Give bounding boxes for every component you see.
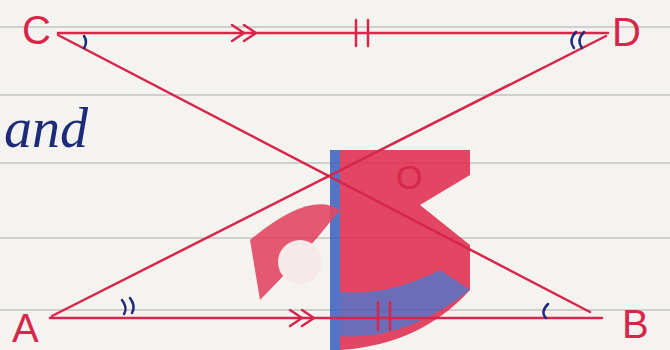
watermark-swoosh: [250, 204, 340, 300]
angle-mark: [543, 304, 548, 318]
figure-lines: [50, 20, 608, 330]
line-ab: [50, 317, 602, 320]
parallel-mark: [232, 25, 256, 41]
line-da: [52, 36, 606, 316]
note-text: and: [4, 100, 88, 156]
equal-tick: [356, 20, 368, 46]
line-cd: [58, 32, 608, 35]
point-label: A: [12, 308, 39, 348]
ruled-line: [0, 26, 670, 28]
watermark: [250, 150, 470, 350]
angle-mark: [84, 36, 86, 48]
watermark-flag: [330, 150, 470, 350]
point-label: C: [22, 10, 51, 50]
equal-tick: [378, 302, 390, 330]
point-label: B: [622, 304, 649, 344]
angle-mark: [571, 32, 584, 48]
parallel-mark: [290, 310, 314, 326]
point-label: O: [396, 160, 422, 194]
watermark-wave: [330, 270, 470, 337]
line-cb: [58, 35, 590, 312]
angle-marks: [84, 32, 584, 318]
watermark-sun: [278, 240, 322, 284]
ruled-line: [0, 94, 670, 96]
angle-mark: [122, 298, 134, 314]
point-label: D: [612, 12, 641, 52]
